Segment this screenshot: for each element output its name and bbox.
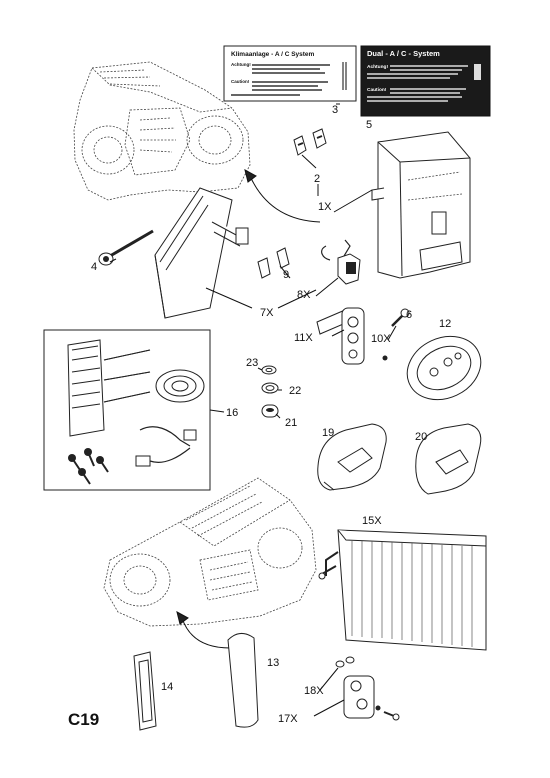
callout-14: 14 [161, 681, 173, 693]
part-seal-20 [415, 423, 482, 495]
callout-23: 23 [246, 357, 258, 369]
part-sensor-8x [321, 239, 361, 285]
part-kit-16 [43, 329, 211, 491]
callout-10x: 10X [371, 333, 391, 345]
part-expansion-valve-11x [316, 307, 365, 365]
callout-15x: 15X [362, 515, 382, 527]
part-strip-14 [133, 651, 157, 731]
callout-21: 21 [285, 417, 297, 429]
label-3-title: Klimaanlage - A / C System [231, 51, 315, 58]
part-seal-19 [317, 423, 387, 491]
part-evaporator-housing [154, 187, 249, 319]
callout-5: 5 [366, 119, 372, 131]
part-bolt-4 [98, 229, 154, 266]
part-orings [261, 365, 279, 418]
label-3: Klimaanlage - A / C System Achtung! Caut… [223, 45, 357, 102]
callout-3: 3 [332, 104, 338, 116]
callout-2: 2 [314, 173, 320, 185]
callout-6: 6 [406, 309, 412, 321]
leader-lines [109, 103, 397, 717]
callouts: 3 5 2 1X 4 9 8X 7X 6 12 11X 10X 23 22 16… [68, 104, 451, 729]
callout-4: 4 [91, 261, 97, 273]
callout-20: 20 [415, 431, 427, 443]
callout-11x: 11X [294, 332, 313, 344]
callout-18x: 18X [304, 685, 324, 697]
label-5-title: Dual - A / C - System [367, 49, 440, 58]
callout-22: 22 [289, 385, 301, 397]
label-3-row-2: Caution! [231, 79, 250, 84]
arrow-to-heater-bottom [181, 617, 231, 649]
callout-8x: 8X [297, 289, 311, 301]
label-3-row-1: Achtung! [231, 62, 251, 67]
heater-assembly-bottom [103, 477, 317, 627]
label-5-row-2: Caution! [367, 87, 387, 93]
part-evaporator-15x [318, 529, 487, 651]
callout-7x: 7X [260, 307, 274, 319]
label-5-row-1: Achtung! [367, 64, 388, 70]
part-seal-12 [406, 335, 482, 401]
part-valve-17x [335, 656, 400, 721]
part-filter-13 [227, 633, 259, 728]
page-code: C19 [68, 710, 99, 729]
arrow-to-heater-top [249, 175, 321, 223]
part-cover-5 [371, 131, 471, 279]
callout-16: 16 [226, 407, 238, 419]
arrow-head-bottom [176, 611, 189, 625]
callout-17x: 17X [278, 713, 298, 725]
callout-13: 13 [267, 657, 279, 669]
callout-12: 12 [439, 318, 451, 330]
callout-9: 9 [283, 269, 289, 281]
heater-assembly-top [73, 61, 251, 201]
part-clips-9 [257, 247, 290, 279]
callout-19: 19 [322, 427, 334, 439]
label-5: Dual - A / C - System Achtung! Caution! [360, 45, 491, 117]
part-clips-2 [293, 128, 327, 156]
callout-1x: 1X [318, 201, 332, 213]
arrow-head-top [244, 169, 257, 183]
part-screw-6 [382, 308, 410, 361]
